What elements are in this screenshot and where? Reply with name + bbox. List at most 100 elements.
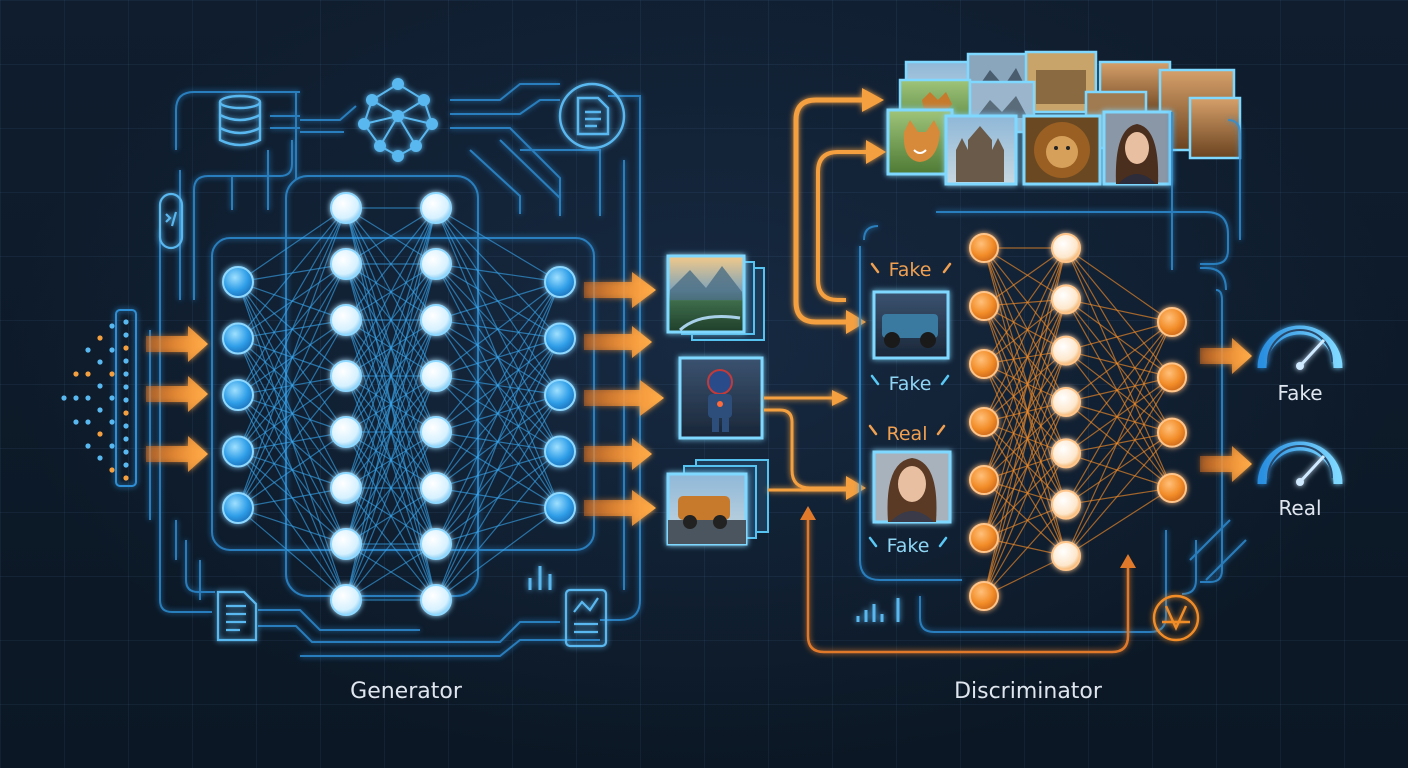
document-icon (558, 82, 626, 150)
generator-edge (237, 263, 347, 509)
code-icon (158, 192, 184, 250)
generator-edge (237, 507, 347, 545)
discriminator-node (969, 581, 999, 611)
tag-decorations (868, 262, 952, 548)
discriminator-node (969, 233, 999, 263)
discriminator-node (1157, 362, 1187, 393)
generated-images (666, 254, 769, 546)
fox-image (886, 108, 954, 176)
discriminator-edge (1065, 432, 1173, 506)
discriminator-edge (983, 247, 1067, 300)
generator-edge (237, 207, 347, 283)
noise-dot (61, 395, 67, 401)
discriminator-node (1051, 438, 1081, 469)
discriminator-edge (1065, 321, 1173, 454)
discriminator-edge (1065, 247, 1173, 489)
discriminator-edge (983, 452, 1067, 539)
discriminator-node (1051, 233, 1081, 263)
generator-edge (345, 207, 437, 265)
woman-portrait-image-input (872, 450, 952, 524)
generator-edge (435, 263, 561, 283)
noise-input-dots (61, 319, 129, 481)
generator-edge (237, 207, 347, 452)
discriminator-edge (983, 401, 1067, 481)
discriminator-edge (983, 247, 1067, 505)
noise-dot (109, 419, 115, 425)
discriminator-edge (983, 299, 1067, 481)
generator-node (330, 472, 362, 504)
discriminator-edge (983, 350, 1067, 539)
discriminator-node (1051, 489, 1081, 520)
discriminator-edge (1065, 452, 1173, 489)
discriminator-edge (983, 247, 1067, 307)
discriminator-edge (1065, 298, 1173, 434)
generator-node (420, 584, 452, 616)
noise-dot (109, 443, 115, 449)
noise-dot (85, 347, 91, 353)
verdict-fake-label: Fake (1277, 381, 1322, 405)
noise-dot (85, 371, 91, 377)
discriminator-edge (983, 421, 1067, 557)
discriminator-edge (983, 298, 1067, 423)
discriminator-edge (983, 298, 1067, 365)
generator-node (420, 192, 452, 224)
discriminator-edge (983, 401, 1067, 597)
generator-node (420, 360, 452, 392)
discriminator-nodes (969, 233, 1187, 611)
input-vector (115, 309, 137, 487)
vector-cell (123, 319, 129, 325)
discriminator-edge (983, 247, 1067, 365)
generator-connections (237, 207, 561, 601)
discriminator-edge (983, 305, 1067, 557)
generator-edge (435, 507, 561, 601)
real-data-flow (793, 97, 870, 325)
vector-cell (123, 358, 129, 364)
generator-node (330, 304, 362, 336)
vector-cell (123, 436, 129, 442)
discriminator-edge (1065, 350, 1173, 489)
verdict-real-label: Real (1278, 496, 1321, 520)
vector-cell (123, 423, 129, 429)
real-images-collage (886, 50, 1242, 186)
generator-edge (237, 487, 347, 509)
noise-dot (109, 371, 115, 377)
discriminator-edge (983, 453, 1067, 597)
discriminator-edge (983, 305, 1067, 403)
discriminator-edge (1065, 298, 1173, 378)
vector-cell (123, 397, 129, 403)
tag-real: Real (887, 423, 928, 445)
discriminator-edge (983, 363, 1067, 454)
generator-node (330, 360, 362, 392)
discriminator-node (1157, 417, 1187, 448)
generator-node (420, 472, 452, 504)
discriminator-edge (983, 305, 1067, 454)
castle-image (944, 114, 1018, 186)
discriminator-node (969, 523, 999, 553)
generator-edge (345, 543, 437, 601)
noise-dot (97, 431, 103, 437)
vector-cell (123, 332, 129, 338)
feedback-arrowheads (800, 506, 1136, 568)
list-document-icon (216, 590, 258, 642)
feedback-loop (806, 516, 1130, 654)
discriminator-circuitry (859, 112, 1247, 633)
generator-node (420, 304, 452, 336)
discriminator-edge (983, 504, 1067, 597)
noise-dot (73, 371, 79, 377)
generator-edge (435, 281, 561, 545)
generator-edge (237, 319, 347, 509)
generator-edge (435, 281, 561, 377)
generator-edge (237, 207, 347, 509)
discriminator-edge (1065, 321, 1173, 403)
discriminator-edge (983, 363, 1067, 505)
discriminator-edge (1065, 401, 1173, 434)
discriminator-edge (983, 363, 1067, 557)
generator-node (330, 528, 362, 560)
lion-image (1022, 114, 1102, 186)
generator-edge (345, 375, 437, 601)
network-icon (358, 78, 438, 162)
noise-dot (73, 419, 79, 425)
noise-dot (97, 455, 103, 461)
noise-dot (85, 395, 91, 401)
